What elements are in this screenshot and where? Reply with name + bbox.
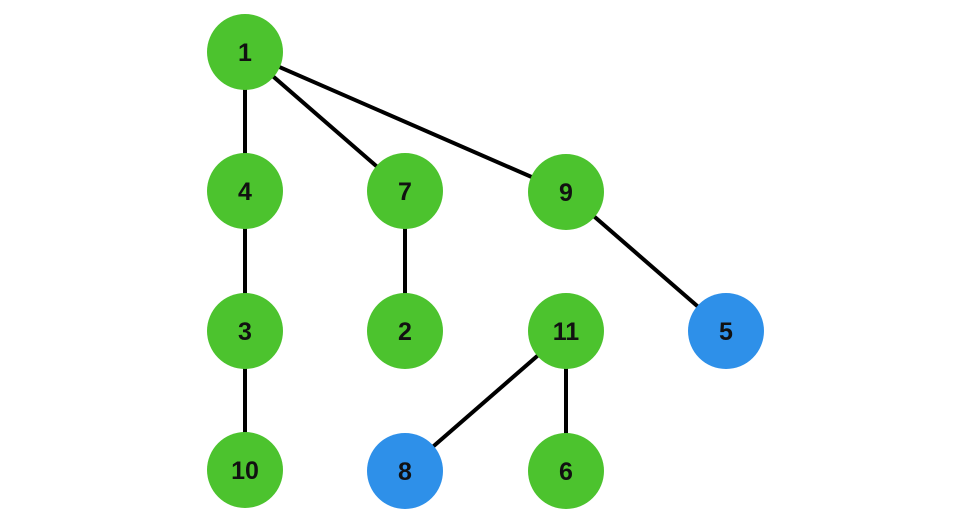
node-1: 1 bbox=[207, 14, 283, 90]
edge-1-9 bbox=[243, 50, 568, 194]
node-1-circle bbox=[207, 14, 283, 90]
node-3-circle bbox=[207, 293, 283, 369]
node-2-circle bbox=[367, 293, 443, 369]
node-8: 8 bbox=[367, 433, 443, 509]
node-9-label: 9 bbox=[559, 179, 573, 207]
node-10-label: 10 bbox=[231, 457, 259, 485]
node-5: 5 bbox=[688, 293, 764, 369]
node-7: 7 bbox=[367, 153, 443, 229]
node-2: 2 bbox=[367, 293, 443, 369]
node-10: 10 bbox=[207, 432, 283, 508]
node-3: 3 bbox=[207, 293, 283, 369]
node-7-circle bbox=[367, 153, 443, 229]
node-3-label: 3 bbox=[238, 318, 252, 346]
node-7-label: 7 bbox=[398, 178, 412, 206]
node-11-circle bbox=[528, 293, 604, 369]
node-6: 6 bbox=[528, 433, 604, 509]
node-10-circle bbox=[207, 432, 283, 508]
node-9-circle bbox=[528, 154, 604, 230]
node-6-circle bbox=[528, 433, 604, 509]
node-5-circle bbox=[688, 293, 764, 369]
node-9: 9 bbox=[528, 154, 604, 230]
edges-layer bbox=[243, 50, 728, 473]
node-5-label: 5 bbox=[719, 318, 733, 346]
node-4: 4 bbox=[207, 153, 283, 229]
node-6-label: 6 bbox=[559, 458, 573, 486]
node-8-circle bbox=[367, 433, 443, 509]
node-11: 11 bbox=[528, 293, 604, 369]
node-1-label: 1 bbox=[238, 39, 252, 67]
node-11-label: 11 bbox=[553, 318, 580, 346]
node-8-label: 8 bbox=[398, 458, 412, 486]
node-4-label: 4 bbox=[238, 178, 252, 206]
nodes-layer: 1 4 7 9 3 2 11 5 10 8 6 bbox=[207, 14, 764, 509]
node-4-circle bbox=[207, 153, 283, 229]
node-2-label: 2 bbox=[398, 318, 412, 346]
